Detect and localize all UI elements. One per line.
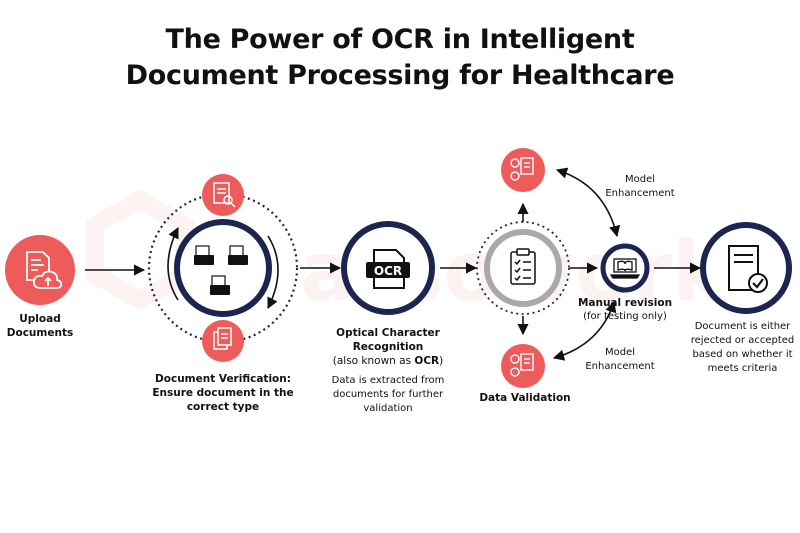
ocr-desc-line-3: validation bbox=[363, 403, 413, 414]
result-line-4: meets criteria bbox=[707, 363, 778, 374]
manual-label-title: Manual revision bbox=[577, 297, 673, 309]
model-enhancement-bottom: Model Enhancement bbox=[575, 346, 665, 374]
verification-label-line-1: Document Verification: bbox=[155, 373, 291, 385]
upload-label-line-1: Upload bbox=[19, 313, 61, 325]
clipboard-checklist-icon bbox=[510, 248, 536, 285]
ocr-label: Optical Character Recognition (also know… bbox=[318, 326, 458, 368]
result-line-1: Document is either bbox=[694, 321, 791, 332]
upload-node bbox=[5, 235, 75, 305]
verification-node bbox=[147, 174, 299, 362]
upload-label-line-2: Documents bbox=[6, 327, 74, 339]
validation-node bbox=[476, 148, 570, 388]
connectors bbox=[85, 167, 702, 361]
manual-label-sub: (for testing only) bbox=[583, 311, 667, 322]
ocr-aka-prefix: (also known as bbox=[332, 355, 415, 367]
ocr-aka: (also known as OCR) bbox=[318, 354, 458, 368]
ocr-description: Data is extracted from documents for fur… bbox=[318, 374, 458, 416]
model-bottom-line-1: Model bbox=[604, 347, 636, 358]
result-label: Document is either rejected or accepted … bbox=[685, 320, 800, 376]
model-bottom-line-2: Enhancement bbox=[585, 361, 655, 372]
ocr-document-icon: OCR bbox=[366, 249, 410, 289]
checklist-chart-icon bbox=[510, 353, 534, 377]
arrow-model-top bbox=[555, 167, 621, 238]
result-line-3: based on whether it bbox=[692, 349, 793, 360]
model-enhancement-top: Model Enhancement bbox=[595, 173, 685, 201]
ocr-aka-bold: OCR bbox=[414, 355, 440, 367]
cloud-upload-document-icon bbox=[26, 251, 63, 289]
ocr-desc-line-2: documents for further bbox=[332, 389, 444, 400]
arrow-model-bottom bbox=[552, 300, 617, 361]
manual-node bbox=[600, 243, 650, 293]
document-checkmark-icon bbox=[728, 245, 768, 293]
ocr-node: OCR bbox=[341, 221, 435, 315]
checklist-report-icon bbox=[510, 157, 534, 181]
manual-label: Manual revision (for testing only) bbox=[570, 296, 680, 324]
page-title-line-2: Document Processing for Healthcare bbox=[125, 60, 675, 91]
upload-label: Upload Documents bbox=[0, 312, 80, 340]
verification-label-line-2: Ensure document in the bbox=[152, 387, 294, 399]
ocr-title-line-2: Recognition bbox=[352, 341, 424, 353]
result-line-2: rejected or accepted bbox=[690, 335, 795, 346]
ocr-desc-line-1: Data is extracted from bbox=[331, 375, 445, 386]
validation-label: Data Validation bbox=[479, 392, 571, 404]
result-node bbox=[700, 222, 792, 314]
laptop-book-icon bbox=[609, 258, 641, 279]
page-title-line-1: The Power of OCR in Intelligent bbox=[165, 24, 635, 55]
ocr-title-line-1: Optical Character bbox=[336, 327, 440, 339]
magnifier-document-icon bbox=[213, 182, 236, 208]
ocr-icon-text: OCR bbox=[374, 264, 402, 278]
verification-label: Document Verification: Ensure document i… bbox=[148, 372, 298, 414]
model-top-line-1: Model bbox=[624, 174, 656, 185]
ocr-aka-suffix: ) bbox=[439, 355, 444, 367]
verification-label-line-3: correct type bbox=[186, 401, 260, 413]
folder-documents-icon bbox=[194, 245, 248, 295]
documents-stack-icon bbox=[213, 327, 232, 350]
model-top-line-2: Enhancement bbox=[605, 188, 675, 199]
